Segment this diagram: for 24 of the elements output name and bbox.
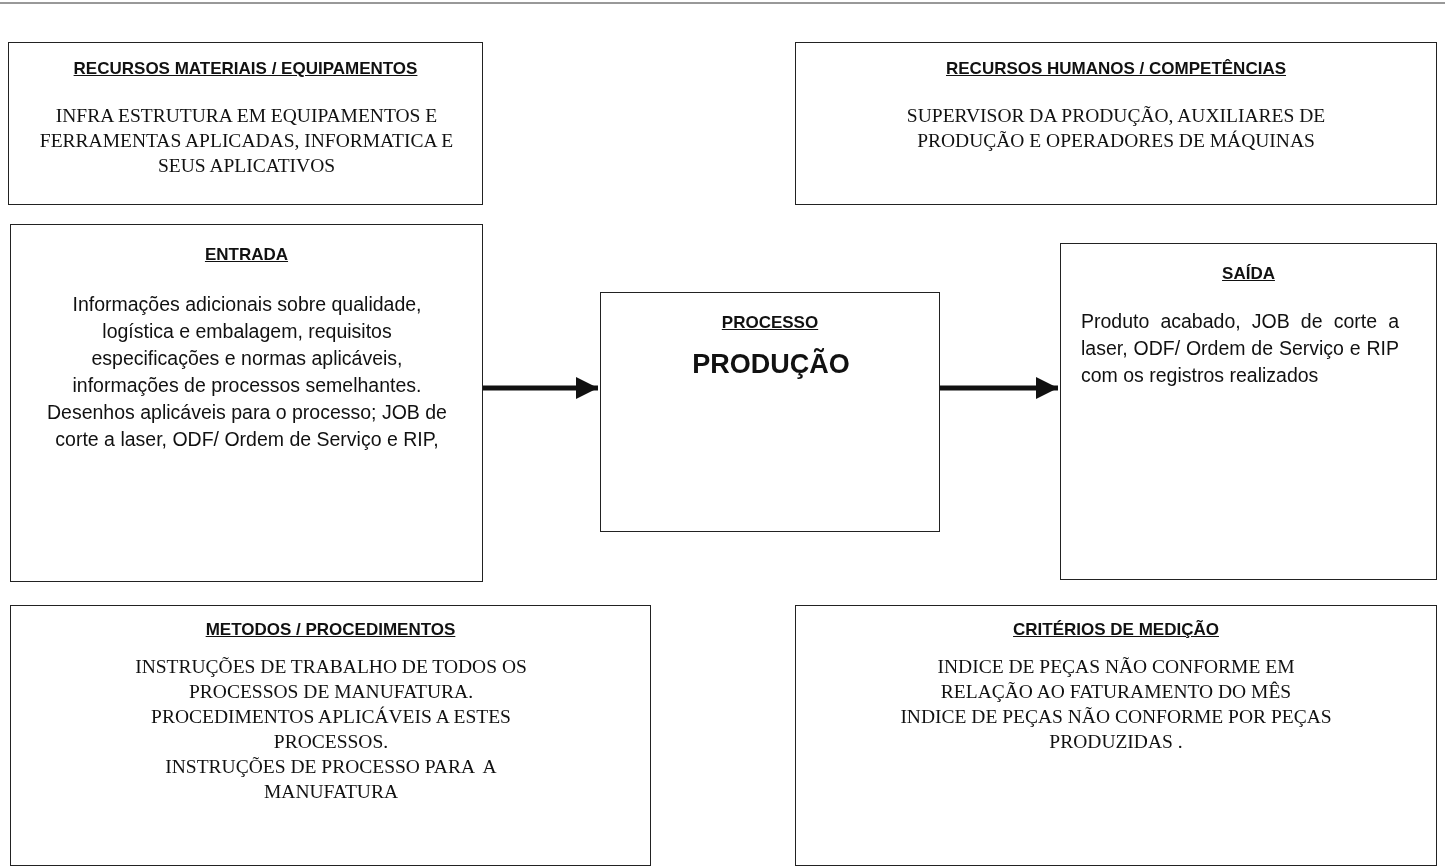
box-text: INFRA ESTRUTURA EM EQUIPAMENTOS E FERRAMENTAS APLICADAS, INFORMATICA E SEUS APLICATIVOS (38, 104, 455, 178)
box-text: SUPERVISOR DA PRODUÇÃO, AUXILIARES DE PRODUÇÃO E OPERADORES DE MÁQUINAS (905, 104, 1327, 153)
box-heading: CRITÉRIOS DE MEDIÇÃO (1012, 620, 1220, 640)
box-heading: RECURSOS MATERIAIS / EQUIPAMENTOS (72, 59, 419, 79)
box-heading: ENTRADA (203, 245, 290, 265)
box-heading: SAÍDA (1221, 264, 1276, 284)
box-heading: PROCESSO (720, 313, 820, 333)
box-text: Informações adicionais sobre qualidade, logística e embalagem, requisitos especificações e normas aplicáveis, informações de processos semelhantes. Desenhos aplicáveis para o processo; JOB de corte a laser, ODF/ Ordem de Serviço e RIP, (47, 292, 447, 452)
process-box (10, 605, 651, 866)
process-box (10, 224, 483, 582)
process-box (600, 292, 940, 532)
box-heading: METODOS / PROCEDIMENTOS (204, 620, 457, 640)
process-box (1060, 243, 1437, 580)
box-text: INSTRUÇÕES DE PROCESSO PARA A MANUFATURA (164, 755, 498, 804)
box-text: PRODUÇÃO (691, 349, 851, 380)
box-text: PROCEDIMENTOS APLICÁVEIS A ESTES PROCESSOS. (150, 705, 512, 754)
box-text: Produto acabado, JOB de corte a laser, ODF/ Ordem de Serviço e RIP com os registros realizados (1081, 309, 1399, 388)
box-text: INSTRUÇÕES DE TRABALHO DE TODOS OS PROCESSOS DE MANUFATURA. (134, 655, 528, 704)
box-text: INDICE DE PEÇAS NÃO CONFORME EM RELAÇÃO AO FATURAMENTO DO MÊS (936, 655, 1296, 704)
box-heading: RECURSOS HUMANOS / COMPETÊNCIAS (945, 59, 1287, 79)
process-box (795, 605, 1437, 866)
process-box (795, 42, 1437, 205)
box-text: INDICE DE PEÇAS NÃO CONFORME POR PEÇAS PRODUZIDAS . (899, 705, 1333, 754)
process-box (8, 42, 483, 205)
